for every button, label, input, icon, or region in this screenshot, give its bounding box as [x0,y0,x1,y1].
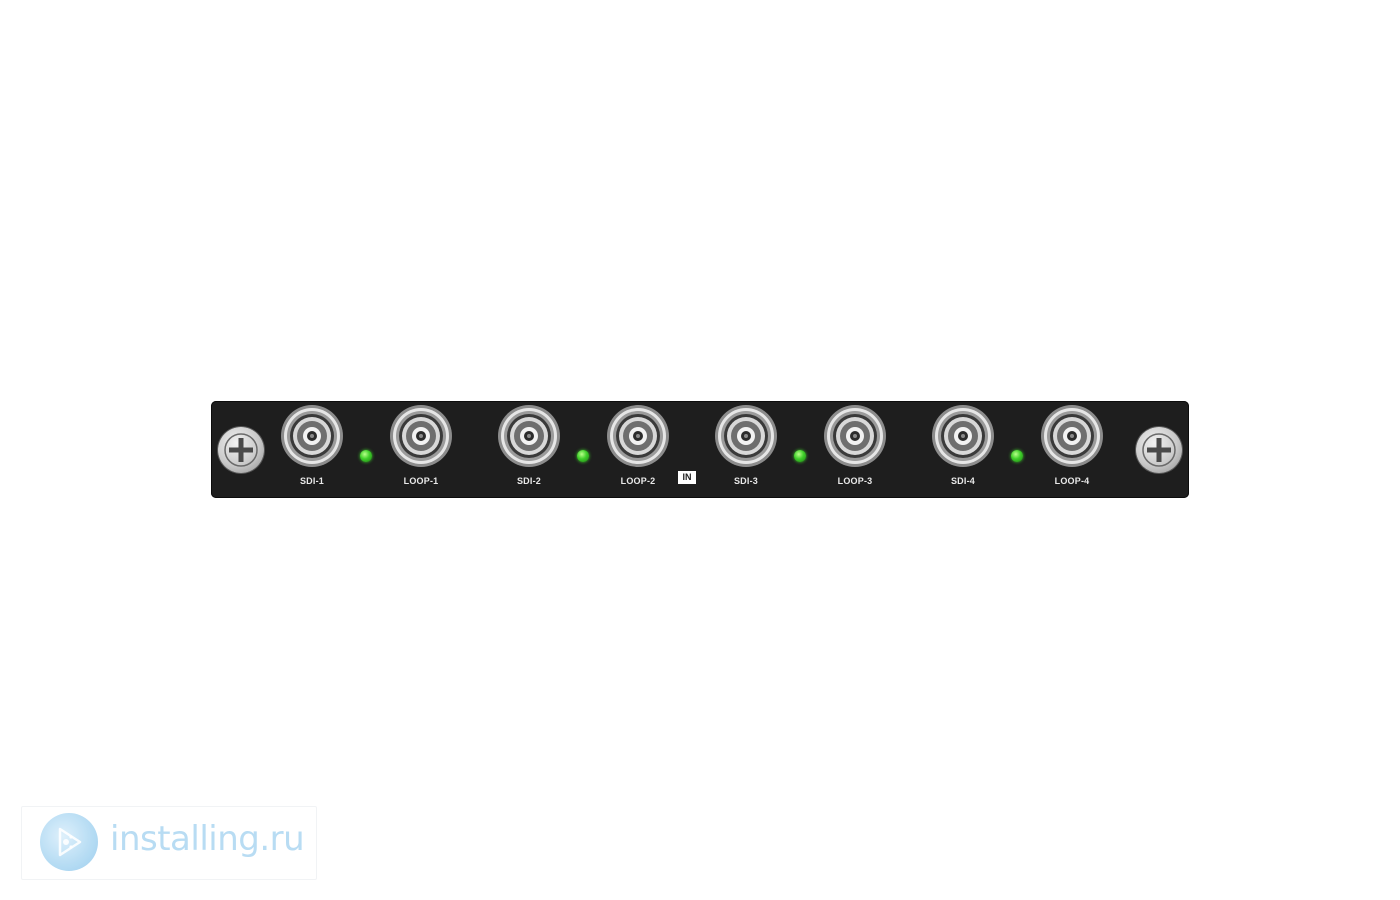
installing-logo-icon [40,813,98,871]
watermark: installing.ru [21,806,317,880]
right-screw-icon [1136,427,1182,473]
bnc-connector-loop-3[interactable] [823,404,887,468]
bnc-connector-sdi-4[interactable] [931,404,995,468]
status-led-4 [1011,450,1023,462]
port-label-loop-1: LOOP-1 [403,476,439,486]
in-badge: IN [678,471,696,484]
bnc-connector-sdi-3[interactable] [714,404,778,468]
status-led-2 [577,450,589,462]
bnc-connector-loop-4[interactable] [1040,404,1104,468]
bnc-connector-loop-1[interactable] [389,404,453,468]
port-label-loop-2: LOOP-2 [620,476,656,486]
port-label-sdi-2: SDI-2 [516,476,541,486]
port-label-sdi-4: SDI-4 [950,476,975,486]
port-label-sdi-3: SDI-3 [733,476,758,486]
status-led-1 [360,450,372,462]
port-label-loop-3: LOOP-3 [837,476,873,486]
watermark-text: installing.ru [110,819,305,859]
sdi-input-card-panel: SDI-1 LOOP-1 SDI-2 LOOP-2 SDI-3 LOOP-3 S… [211,401,1189,498]
bnc-connector-loop-2[interactable] [606,404,670,468]
bnc-connector-sdi-2[interactable] [497,404,561,468]
port-label-sdi-1: SDI-1 [299,476,324,486]
port-label-loop-4: LOOP-4 [1054,476,1090,486]
status-led-3 [794,450,806,462]
bnc-connector-sdi-1[interactable] [280,404,344,468]
left-screw-icon [218,427,264,473]
